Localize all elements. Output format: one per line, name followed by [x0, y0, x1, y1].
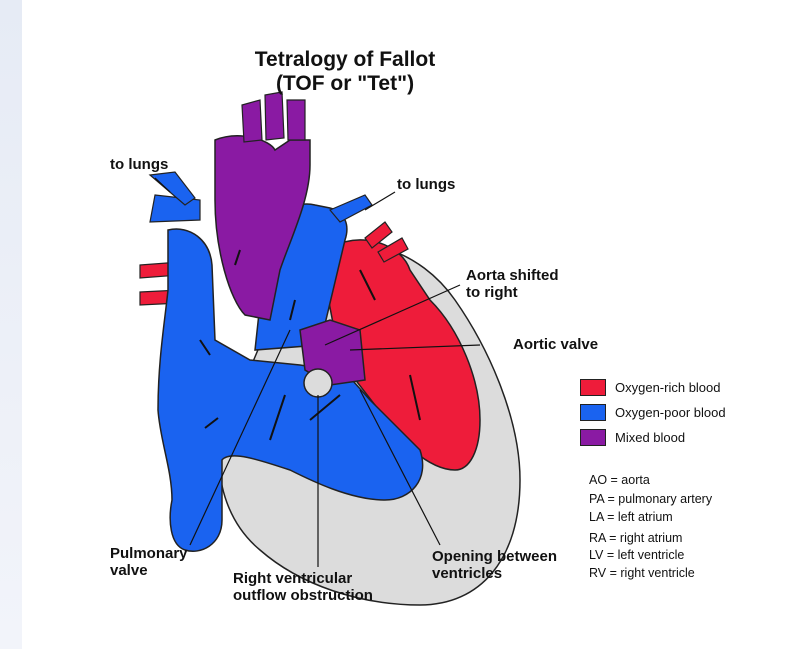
abbr-ao: AO = aorta [589, 473, 650, 487]
abbr-lv: LV = left ventricle [589, 548, 684, 562]
pa-right-branch [330, 195, 372, 222]
swatch-oxygen-rich [580, 379, 606, 396]
abbr-pa: PA = pulmonary artery [589, 492, 712, 506]
aorta-branch-2 [265, 92, 284, 140]
label-opening-between-ventricles: Opening between ventricles [432, 548, 557, 582]
title-line-2: (TOF or "Tet") [200, 72, 490, 96]
swatch-oxygen-poor [580, 404, 606, 421]
label-to-lungs-right: to lungs [397, 176, 455, 193]
label-aortic-valve: Aortic valve [513, 336, 598, 353]
swatch-mixed [580, 429, 606, 446]
title-line-1: Tetralogy of Fallot [200, 48, 490, 72]
diagram-title: Tetralogy of Fallot (TOF or "Tet") [200, 48, 490, 96]
aorta-branch-3 [287, 100, 305, 140]
label-pulmonary-valve: Pulmonary valve [110, 545, 188, 579]
ventricular-septal-defect [304, 369, 332, 397]
label-to-lungs-left: to lungs [110, 156, 168, 173]
label-rv-outflow: Right ventricular outflow obstruction [233, 570, 373, 604]
abbr-la: LA = left atrium [589, 510, 673, 524]
abbr-rv: RV = right ventricle [589, 566, 695, 580]
aorta-branch-1 [242, 100, 262, 142]
label-aorta-shifted: Aorta shifted to right [466, 267, 559, 301]
abbr-ra: RA = right atrium [589, 531, 682, 545]
